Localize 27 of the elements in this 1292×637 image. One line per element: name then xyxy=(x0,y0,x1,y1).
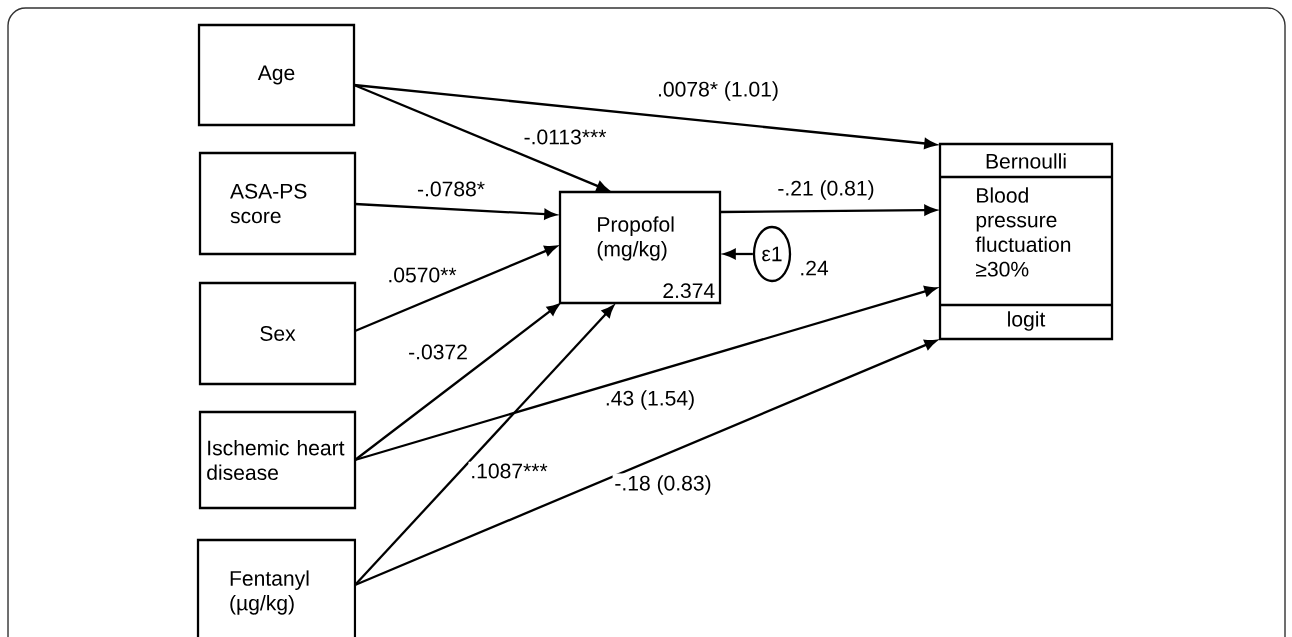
arrow xyxy=(354,303,560,461)
edge-label: .1087*** xyxy=(468,461,550,481)
arrow xyxy=(353,83,609,192)
variable-box: Sex xyxy=(198,281,357,386)
edge-label: -.0788* xyxy=(415,179,487,199)
arrow xyxy=(723,248,753,260)
variable-box: Propofol (mg/kg) 2.374 xyxy=(558,190,722,305)
edge-label: -.18 (0.83) xyxy=(612,473,714,497)
arrow xyxy=(354,202,557,220)
variance-label: .24 xyxy=(801,260,829,276)
outcome-box: Bernoulli Blood pressure fluctuation ≥30% logit xyxy=(938,142,1114,341)
arrow xyxy=(354,305,615,586)
variable-box: Age xyxy=(197,23,356,127)
arrow xyxy=(353,83,937,149)
edge-label: -.0372 xyxy=(406,342,470,362)
variable-box: ASA-PS score xyxy=(198,151,357,256)
edge-label: -.0113*** xyxy=(521,127,609,147)
variable-box: Fentanyl (µg/kg) xyxy=(196,538,357,637)
arrow xyxy=(354,245,557,333)
arrow xyxy=(720,204,937,216)
edge-label: .0570** xyxy=(385,265,459,285)
edge-label: .43 (1.54) xyxy=(603,388,697,412)
edge-label: -.21 (0.81) xyxy=(775,178,877,202)
variable-box: Ischemic heart disease xyxy=(198,410,357,510)
arrow xyxy=(354,339,937,587)
edge-label: .0078* (1.01) xyxy=(655,79,781,103)
arrow xyxy=(354,286,937,462)
